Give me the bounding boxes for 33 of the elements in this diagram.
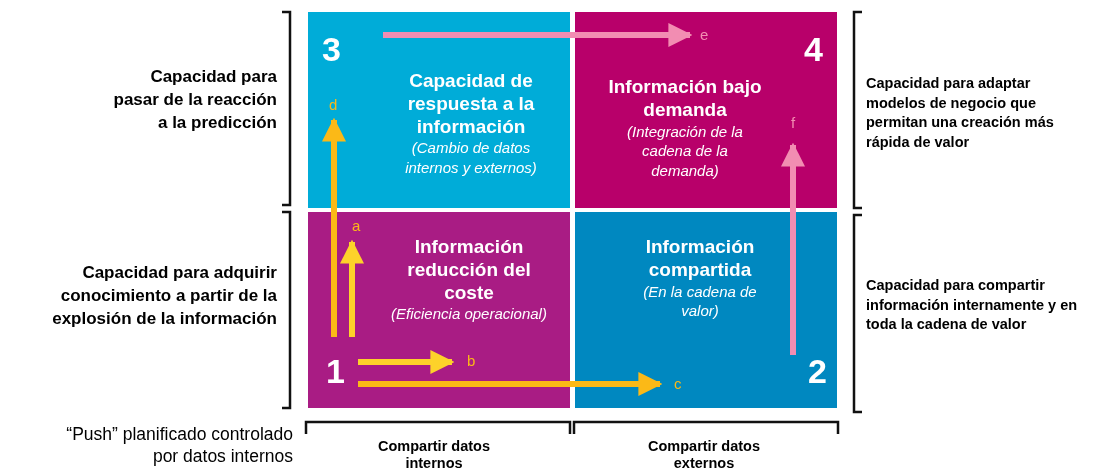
arrow [358,372,663,396]
quadrant-title: Información reducción del coste [406,236,532,305]
quadrant-subtitle: (Integración de la cadena de la demanda) [626,121,744,181]
quadrant-title: Información compartida [644,236,756,282]
edge-label: d [329,97,338,112]
quadrant-number: 1 [326,354,345,388]
side-label: “Push” planificado controlado por datos internos [65,424,293,468]
edge-label: e [700,27,709,42]
quadrant-panel [308,12,570,208]
quadrant-title: Capacidad de respuesta a la información [406,70,536,139]
side-label: Capacidad para compartir información internamente y en toda la cadena de valor [866,276,1079,335]
side-label: Capacidad para adquirir conocimiento a partir de la explosión de la información [51,262,277,330]
quadrant-subtitle: (Eficiencia operacional) [390,304,548,324]
arrow-label: a [352,218,361,233]
quadrant-panel [575,12,837,208]
edge-label: f [791,115,796,130]
quadrant-panel [575,212,837,408]
arrow [322,117,346,337]
edge-label: c [674,376,682,391]
quadrant-title: Información bajo demanda [607,76,763,122]
quadrant-number: 3 [322,32,341,66]
axis-label: Compartir datos internos [377,438,491,473]
axis-label: Compartir datos externos [647,438,761,473]
arrow [781,142,805,355]
arrow [383,23,693,47]
quadrant-subtitle: (Cambio de datos internos y externos) [404,138,538,178]
arrow-label: b [467,353,476,368]
quadrant-panel [308,212,570,408]
quadrant-number: 4 [804,32,823,66]
side-label: Capacidad para adaptar modelos de negocio que permitan una creación más rápida de valor [866,74,1055,152]
quadrant-number: 2 [808,354,827,388]
quadrant-subtitle: (En la cadena de valor) [642,281,758,321]
side-label: Capacidad para pasar de la reacción a la predicción [112,66,277,134]
